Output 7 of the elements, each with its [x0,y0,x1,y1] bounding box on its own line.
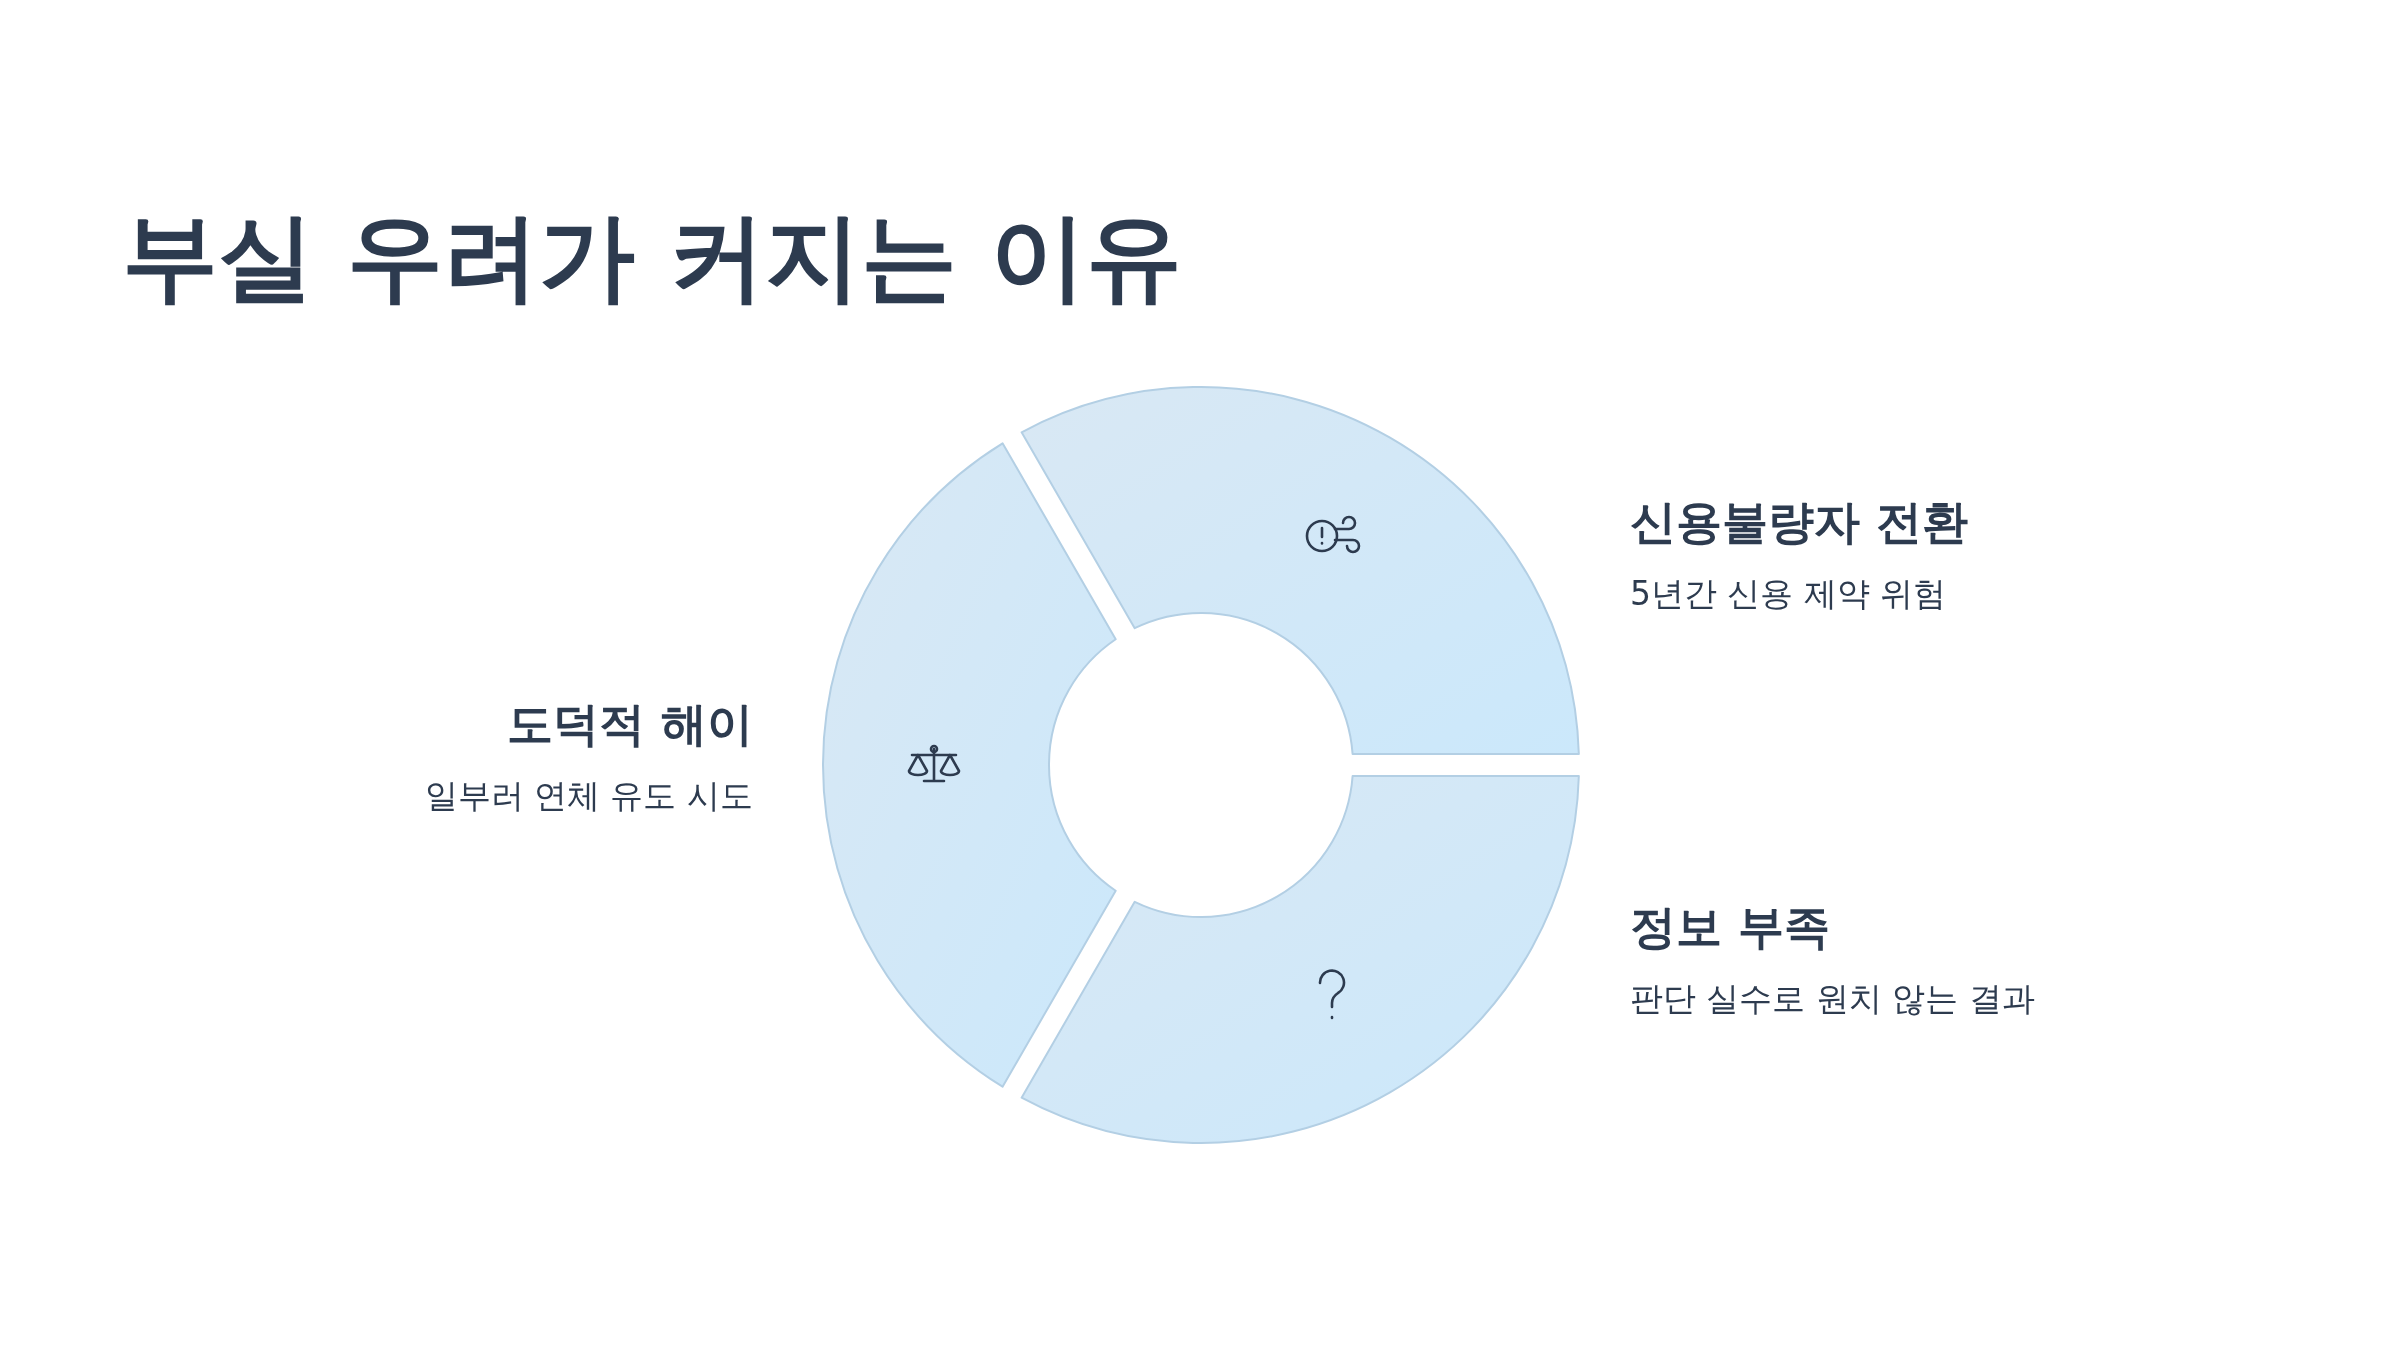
segment-description: 판단 실수로 원치 않는 결과 [1630,979,2035,1019]
segment-heading: 도덕적 해이 [506,697,753,753]
segment-heading: 정보 부족 [1630,900,1831,956]
segment-heading: 신용불량자 전환 [1630,495,1968,551]
segment-description: 일부러 연체 유도 시도 [424,776,753,816]
segment-description: 5년간 신용 제약 위험 [1630,574,1948,614]
slide-title: 부실 우려가 커지는 이유 [122,205,1183,311]
